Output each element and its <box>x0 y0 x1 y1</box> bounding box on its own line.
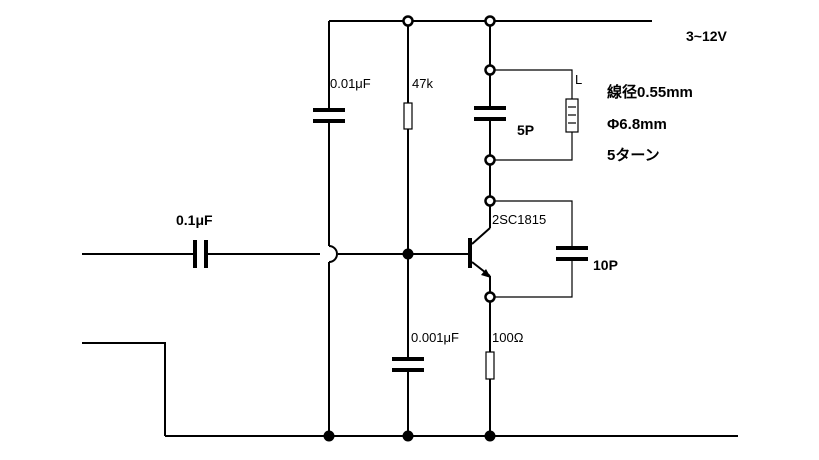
terminal <box>484 15 496 27</box>
c-tank-label: 5P <box>517 122 534 138</box>
coil-wire-bottom <box>490 132 573 161</box>
terminal <box>484 154 496 166</box>
c-base-label: 0.001μF <box>411 330 459 345</box>
r-bias-body <box>403 102 413 130</box>
terminal <box>484 291 496 303</box>
node-ground <box>323 430 335 442</box>
terminal <box>484 64 496 76</box>
node-ground <box>402 430 414 442</box>
coil-wire-diameter: 線径0.55mm <box>607 83 693 101</box>
r-emitter-label: 100Ω <box>492 330 524 345</box>
transistor-collector <box>471 227 491 245</box>
r-bias-label: 47k <box>412 76 433 91</box>
terminal <box>402 15 414 27</box>
c-bypass-label: 0.01μF <box>330 76 371 91</box>
c-feedback-lead-top <box>490 200 573 246</box>
inductor-label: L <box>575 72 582 87</box>
coil-turns: 5ターン <box>607 147 660 164</box>
node-ground <box>484 430 496 442</box>
c-feedback-lead-bottom <box>490 261 573 298</box>
emitter-arrow <box>481 269 491 278</box>
c-input-label: 0.1μF <box>176 212 213 228</box>
wire-crossover-hop <box>328 245 338 263</box>
coil-diameter: Φ6.8mm <box>607 116 667 133</box>
r-emitter-body <box>485 351 495 380</box>
transistor-label: 2SC1815 <box>492 212 546 227</box>
supply-voltage-label: 3~12V <box>686 28 728 44</box>
node-base <box>402 248 414 260</box>
terminal <box>484 195 496 207</box>
coil-wire-top <box>490 69 573 99</box>
ground-input-lead <box>82 342 166 436</box>
c-feedback-label: 10P <box>593 257 618 273</box>
